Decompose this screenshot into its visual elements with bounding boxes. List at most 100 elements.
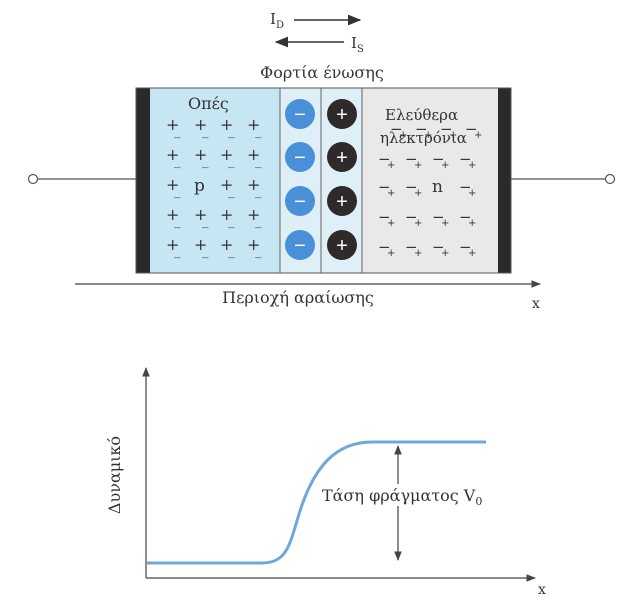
hole-acceptor: +_	[194, 235, 209, 259]
svg-text:+: +	[468, 188, 476, 199]
svg-text:+: +	[247, 205, 260, 224]
p-type-letter: p	[194, 176, 205, 196]
svg-text:+: +	[194, 115, 207, 134]
svg-text:+: +	[336, 235, 348, 257]
n-region-title-line2: ηλεκτρόνια	[380, 129, 467, 147]
svg-text:−: −	[378, 208, 391, 226]
n-type-letter: n	[432, 177, 443, 197]
p-region	[150, 88, 280, 273]
electron-donor: −+	[432, 238, 449, 259]
svg-text:+: +	[220, 235, 233, 254]
hole-acceptor: +_	[166, 205, 181, 229]
device-leads	[27, 173, 616, 185]
n-side-electrons: −+ −+ −+ −+ −+ −+ −+ −+ −+ −+ n −+ −+ −+…	[378, 120, 482, 259]
svg-text:−: −	[294, 147, 306, 169]
svg-text:+: +	[194, 145, 207, 164]
svg-text:_: _	[202, 214, 209, 229]
svg-text:−: −	[459, 178, 472, 196]
potential-curve	[147, 440, 486, 565]
svg-text:−: −	[378, 238, 391, 256]
svg-text:_: _	[255, 214, 262, 229]
svg-text:_: _	[255, 184, 262, 199]
svg-text:+: +	[247, 235, 260, 254]
hole-acceptor: +_	[247, 235, 262, 259]
potential-y-label: Δυναμικό	[105, 436, 124, 514]
positive-ion: +	[327, 230, 357, 260]
svg-text:−: −	[432, 238, 445, 256]
right-contact	[498, 88, 511, 273]
electron-donor: −+	[405, 150, 422, 171]
svg-text:_: _	[255, 124, 262, 139]
hole-acceptor: +_	[247, 175, 262, 199]
svg-text:+: +	[166, 235, 179, 254]
svg-text:+: +	[336, 191, 348, 213]
svg-text:+: +	[441, 248, 449, 259]
electron-donor: −+	[405, 208, 422, 229]
negative-ion: −	[285, 230, 315, 260]
svg-text:−: −	[459, 238, 472, 256]
svg-text:+: +	[336, 104, 348, 126]
svg-text:−: −	[459, 150, 472, 168]
drift-current-label: IS	[351, 34, 364, 55]
svg-text:−: −	[415, 120, 428, 138]
svg-text:_: _	[228, 244, 235, 259]
positive-ion: +	[327, 186, 357, 216]
body-outline	[135, 87, 512, 274]
electron-donor: −+	[459, 178, 476, 199]
svg-text:+: +	[336, 147, 348, 169]
electron-donor: −+	[459, 238, 476, 259]
svg-text:+: +	[194, 235, 207, 254]
svg-text:+: +	[387, 218, 395, 229]
barrier-voltage-label: Τάση φράγματος V0	[322, 486, 482, 508]
svg-text:−: −	[378, 150, 391, 168]
electron-donor: −+	[378, 238, 395, 259]
svg-text:+: +	[387, 248, 395, 259]
svg-text:−: −	[405, 178, 418, 196]
svg-text:+: +	[414, 188, 422, 199]
svg-text:_: _	[202, 154, 209, 169]
svg-text:−: −	[465, 120, 478, 138]
svg-text:_: _	[202, 244, 209, 259]
svg-text:_: _	[174, 214, 181, 229]
svg-text:+: +	[414, 248, 422, 259]
device-x-axis-label: x	[532, 296, 540, 312]
svg-text:_: _	[228, 124, 235, 139]
svg-text:−: −	[405, 150, 418, 168]
svg-text:+: +	[166, 145, 179, 164]
svg-text:+: +	[474, 130, 482, 141]
svg-text:+: +	[166, 205, 179, 224]
svg-text:+: +	[414, 218, 422, 229]
junction-charges-label: Φορτία ένωσης	[260, 63, 384, 82]
svg-text:−: −	[440, 120, 453, 138]
hole-acceptor: +_	[194, 145, 209, 169]
electron-donor: −+	[390, 120, 407, 141]
diffusion-current-label: ID	[270, 10, 284, 31]
svg-text:_: _	[174, 244, 181, 259]
svg-text:+: +	[387, 188, 395, 199]
svg-text:_: _	[174, 154, 181, 169]
svg-text:_: _	[255, 244, 262, 259]
svg-text:+: +	[468, 248, 476, 259]
hole-acceptor: +_	[194, 115, 209, 139]
potential-x-label: x	[538, 582, 546, 598]
current-labels: ID IS	[270, 10, 364, 55]
hole-acceptor: +_	[220, 145, 235, 169]
hole-acceptor: +_	[247, 115, 262, 139]
hole-acceptor: +_	[220, 115, 235, 139]
left-terminal	[27, 173, 39, 185]
p-region-title: Οπές	[188, 94, 229, 113]
svg-text:+: +	[414, 160, 422, 171]
electron-donor: −+	[405, 178, 422, 199]
svg-text:−: −	[432, 150, 445, 168]
hole-acceptor: +_	[247, 145, 262, 169]
electron-donor: −+	[465, 120, 482, 141]
svg-text:−: −	[294, 235, 306, 257]
svg-text:−: −	[432, 208, 445, 226]
svg-text:+: +	[468, 160, 476, 171]
n-region-title-line1: Ελεύθερα	[385, 106, 458, 124]
depletion-ions: − − − − + + + +	[285, 99, 357, 260]
svg-text:+: +	[220, 115, 233, 134]
svg-text:−: −	[390, 120, 403, 138]
svg-text:−: −	[378, 178, 391, 196]
svg-text:+: +	[441, 218, 449, 229]
